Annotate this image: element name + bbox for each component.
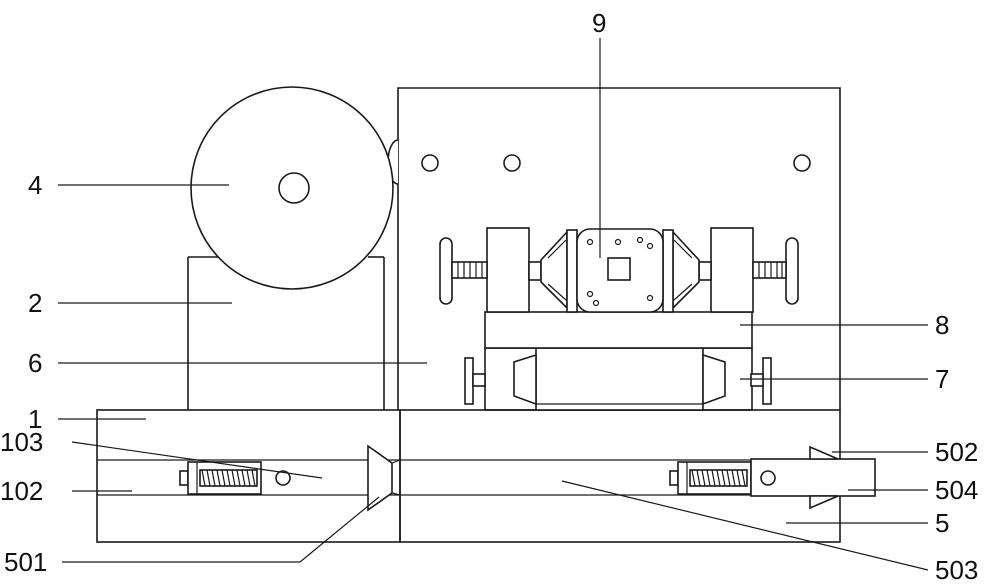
label-502: 502	[935, 437, 978, 467]
label-503: 503	[935, 555, 978, 585]
right-slide-mechanism	[669, 445, 876, 510]
leader-lines	[58, 38, 929, 571]
reel	[190, 86, 399, 290]
label-2: 2	[28, 288, 42, 318]
part-labels: 9 4 2 6 1 103 102 501 8 7 502 504 5 503	[0, 8, 978, 585]
clamping-assembly	[439, 227, 799, 313]
left-slide-mechanism	[179, 444, 401, 512]
label-5: 5	[935, 508, 949, 538]
label-103: 103	[0, 427, 43, 457]
label-7: 7	[935, 364, 949, 394]
cross-beam	[484, 311, 753, 349]
slide-carriage	[464, 347, 772, 411]
label-1: 1	[28, 404, 42, 434]
label-102: 102	[0, 476, 43, 506]
label-504: 504	[935, 475, 978, 505]
label-6: 6	[28, 348, 42, 378]
label-9: 9	[592, 8, 606, 38]
label-501: 501	[4, 547, 47, 577]
main-plate	[397, 87, 841, 410]
label-4: 4	[28, 170, 42, 200]
label-8: 8	[935, 310, 949, 340]
